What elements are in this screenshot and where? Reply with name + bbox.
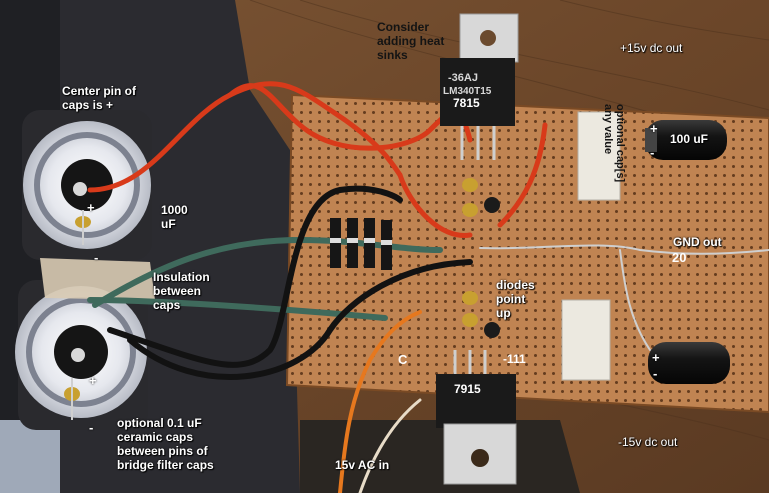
- polarity-plus-top-filter: +: [87, 200, 95, 215]
- label-diodes: diodes point up: [496, 278, 535, 320]
- electrolytic-cap-bottom: [648, 342, 730, 384]
- polarity-plus-100uf-bottom: +: [652, 350, 660, 365]
- polarity-minus-100uf-top: -: [650, 145, 655, 160]
- reg-bottom-number: 7915: [454, 382, 481, 396]
- reg-top-code: -36AJ: [448, 72, 478, 84]
- regulator-7915: [436, 350, 517, 485]
- label-insulation: Insulation between caps: [153, 270, 210, 312]
- reg-top-number: 7815: [453, 96, 480, 110]
- polarity-minus-bottom-filter: -: [89, 420, 94, 435]
- label-heat-sinks: Consider adding heat sinks: [377, 20, 445, 62]
- label-1000uf: 1000 uF: [161, 203, 188, 231]
- board-letter: C: [398, 352, 408, 367]
- perfboard: [285, 93, 769, 414]
- optional-cap-bottom: [561, 299, 611, 381]
- bridge-diodes: [330, 218, 392, 270]
- board-code: -111: [503, 352, 526, 366]
- label-ac-in: 15v AC in: [335, 458, 390, 472]
- reg-top-part: LM340T15: [443, 86, 492, 97]
- board-number: 20: [672, 250, 687, 265]
- polarity-minus-100uf-bottom: -: [653, 366, 658, 381]
- filter-capacitor-top: [22, 110, 152, 260]
- regulator-7815: [440, 13, 519, 160]
- polarity-plus-bottom-filter: +: [89, 373, 97, 388]
- filter-capacitor-bottom: [15, 280, 148, 430]
- polarity-plus-100uf-top: +: [650, 121, 658, 136]
- label-optional-caps: optional cap[s] any value: [602, 104, 626, 183]
- optional-cap-top: [577, 111, 621, 201]
- label-plus15-out: +15v dc out: [620, 41, 683, 55]
- label-minus15-out: -15v dc out: [618, 435, 678, 449]
- label-100uf: 100 uF: [670, 132, 709, 146]
- label-gnd-out: GND out: [673, 235, 722, 249]
- label-center-pin: Center pin of caps is +: [62, 84, 136, 112]
- electrolytic-cap-top: [645, 120, 727, 160]
- polarity-minus-top-filter: -: [94, 250, 99, 265]
- label-optional-ceramic: optional 0.1 uF ceramic caps between pin…: [117, 416, 214, 472]
